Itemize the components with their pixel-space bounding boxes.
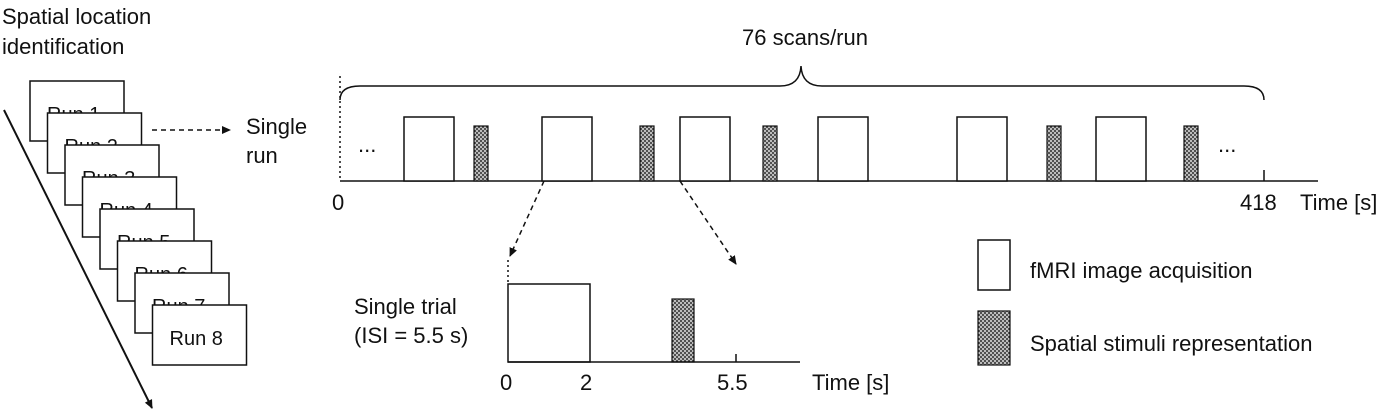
trial-tick-label-2: 2: [580, 370, 592, 395]
heading-line-1: Spatial location: [2, 4, 151, 29]
stimulus-block: [1046, 125, 1062, 182]
heading-line-2: identification: [2, 34, 124, 59]
runs-progression-arrow: [3, 109, 153, 409]
acquisition-block: [541, 116, 593, 182]
run-card-label: Run 8: [170, 328, 223, 350]
stimulus-block: [762, 125, 778, 182]
trial-acquisition-block: [507, 283, 591, 363]
run-card: Run 8: [151, 304, 248, 366]
zoom-arrow-right: [679, 180, 737, 265]
run-stack: Run 1Run 2Run 3Run 4Run 5Run 6Run 7Run 8: [29, 80, 248, 366]
stimulus-block: [1183, 125, 1199, 182]
acquisition-block: [403, 116, 455, 182]
legend-acquisition-label: fMRI image acquisition: [1030, 258, 1253, 283]
legend-stimuli-swatch: [977, 310, 1011, 366]
acquisition-block: [679, 116, 731, 182]
run-blocks: [403, 116, 1199, 182]
trial-tick-label-0: 0: [500, 370, 512, 395]
scans-per-run-label: 76 scans/run: [742, 25, 868, 50]
run-brace: [339, 65, 1265, 101]
run-ellipsis-left: ...: [358, 132, 376, 157]
acquisition-block: [956, 116, 1008, 182]
legend-stimuli-label: Spatial stimuli representation: [1030, 331, 1312, 356]
legend-acquisition-swatch: [977, 239, 1011, 291]
trial-axis-unit-label: Time [s]: [812, 370, 889, 395]
single-run-label-line-2: run: [246, 143, 278, 168]
acquisition-block: [1095, 116, 1147, 182]
zoom-arrow-left: [509, 180, 545, 257]
run-axis-start-label: 0: [332, 190, 344, 215]
run-axis-end-label: 418: [1240, 190, 1277, 215]
run-card-frame: [151, 304, 248, 366]
trial-stimulus-block: [671, 298, 695, 363]
trial-tick-label-55: 5.5: [717, 370, 748, 395]
single-trial-label-line-1: Single trial: [354, 294, 457, 319]
single-run-label-line-1: Single: [246, 114, 307, 139]
stimulus-block: [473, 125, 489, 182]
acquisition-block: [817, 116, 869, 182]
stimulus-block: [639, 125, 655, 182]
run-ellipsis-right: ...: [1218, 132, 1236, 157]
single-trial-label-line-2: (ISI = 5.5 s): [354, 323, 468, 348]
run-axis-unit-label: Time [s]: [1300, 190, 1377, 215]
